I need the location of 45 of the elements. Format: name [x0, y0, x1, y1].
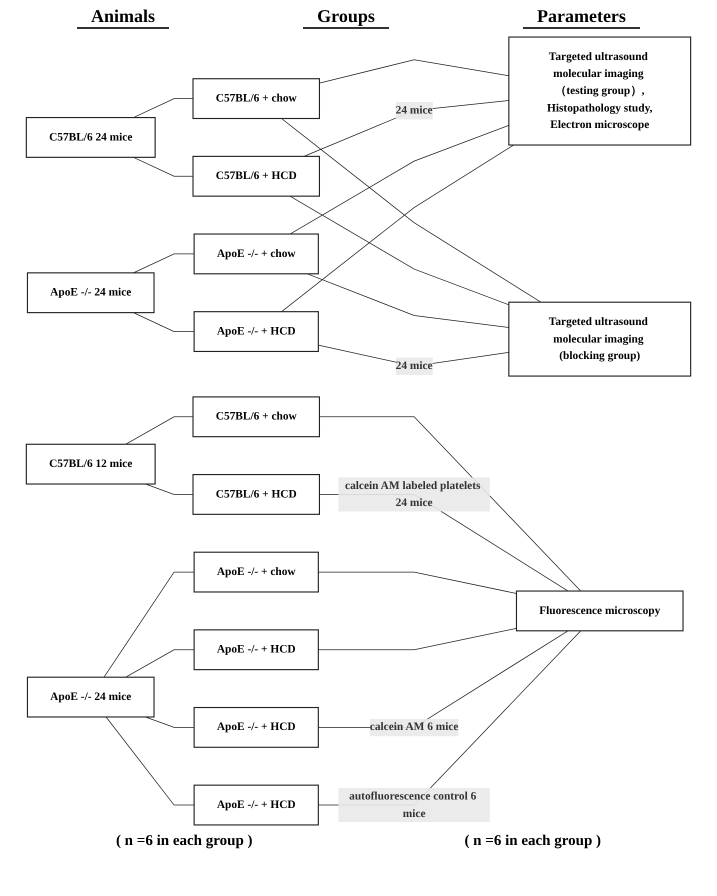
- column-heading: Parameters: [522, 6, 640, 29]
- connector: [125, 649, 194, 678]
- node-box: Fluorescence microscopy: [516, 590, 684, 632]
- node-box: ApoE -/- + HCD: [194, 784, 319, 826]
- node-box: ApoE -/- + chow: [194, 552, 319, 593]
- connector: [145, 716, 194, 728]
- group-size-note: ( n =6 in each group ): [116, 833, 253, 850]
- column-heading: Animals: [77, 6, 170, 29]
- column-heading: Groups: [303, 6, 389, 29]
- connector: [106, 716, 194, 806]
- edge-label: 24 mice: [396, 360, 433, 372]
- node-box: Targeted ultrasound molecular imaging （testing group）, Histopathology study, Electron microscope: [508, 36, 692, 146]
- node-box: C57BL/6 12 mice: [26, 444, 156, 485]
- edge-label: 24 mice: [396, 104, 433, 116]
- connector: [281, 118, 542, 303]
- edge-label: calcein AM 6 mice: [370, 721, 458, 734]
- node-box: C57BL/6 + chow: [192, 396, 320, 438]
- node-box: Targeted ultrasound molecular imaging (blocking group): [508, 302, 692, 377]
- node-box: ApoE -/- + HCD: [194, 311, 319, 352]
- connector: [304, 100, 510, 157]
- node-box: ApoE -/- + HCD: [194, 629, 319, 670]
- connector: [281, 144, 514, 312]
- connector: [319, 59, 510, 84]
- connector: [133, 312, 194, 332]
- connector: [290, 196, 510, 306]
- node-box: ApoE -/- + HCD: [194, 706, 319, 748]
- connector: [104, 572, 194, 678]
- connector: [306, 273, 510, 328]
- connector: [133, 98, 194, 118]
- node-box: C57BL/6 + HCD: [192, 156, 320, 197]
- edge-label: autofluorescence control 6 mice: [349, 790, 476, 820]
- connector: [318, 628, 517, 650]
- group-size-note: ( n =6 in each group ): [464, 833, 602, 850]
- connector: [290, 124, 510, 234]
- edge-label: calcein AM labeled platelets 24 mice: [345, 480, 480, 509]
- connector: [125, 416, 194, 445]
- node-box: C57BL/6 24 mice: [26, 116, 156, 158]
- node-box: ApoE -/- 24 mice: [26, 272, 155, 314]
- node-box: C57BL/6 + HCD: [192, 474, 320, 515]
- connector: [318, 572, 517, 594]
- node-box: ApoE -/- + chow: [194, 233, 319, 274]
- node-box: ApoE -/- 24 mice: [26, 676, 155, 718]
- connector: [133, 156, 194, 177]
- connector: [133, 254, 194, 274]
- node-box: C57BL/6 + chow: [192, 78, 320, 120]
